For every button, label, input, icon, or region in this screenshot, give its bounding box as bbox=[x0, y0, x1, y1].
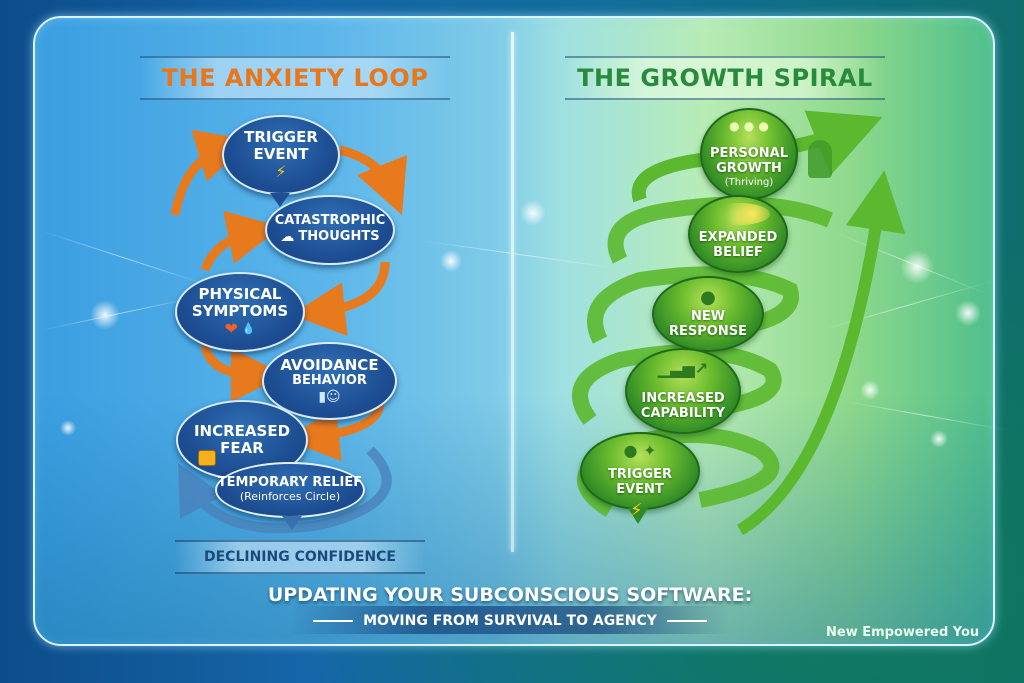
footer-band bbox=[290, 606, 730, 634]
heart-icon: ❤ bbox=[224, 319, 238, 339]
head-sun-icon bbox=[710, 203, 770, 225]
footer-rule-left bbox=[313, 620, 354, 622]
footer-title: UPDATING YOUR SUBCONSCIOUS SOFTWARE: bbox=[267, 584, 753, 606]
lock-icon bbox=[198, 450, 216, 466]
anxiety-loop-title: THE ANXIETY LOOP bbox=[140, 56, 450, 100]
node-physical-symptoms: PHYSICAL SYMPTOMS ❤ 💧 bbox=[175, 272, 305, 352]
node-personal-growth: ● ● ● PERSONAL GROWTH (Thriving) bbox=[700, 108, 798, 200]
droplet-icon: 💧 bbox=[241, 321, 256, 335]
bubble-tail bbox=[628, 508, 648, 524]
person-landscape-icon: ● bbox=[700, 287, 716, 308]
person-scene-icon: ● ✦ bbox=[623, 441, 657, 460]
node-increased-fear: INCREASED FEAR bbox=[176, 400, 308, 480]
brand-label: New Empowered You bbox=[826, 625, 980, 640]
person-door-icon: ▮☺ bbox=[318, 389, 341, 406]
bubble-tail bbox=[282, 516, 302, 530]
rising-chart-icon: ▁▃▅↗ bbox=[657, 359, 709, 378]
footer-rule-right bbox=[666, 620, 707, 622]
node-trigger-event: TRIGGER EVENT ⚡ bbox=[222, 115, 340, 195]
node-catastrophic-thoughts: CATASTROPHIC ☁ THOUGHTS bbox=[265, 195, 395, 265]
lightning-icon: ⚡ bbox=[630, 500, 643, 521]
footer-subtitle: MOVING FROM SURVIVAL TO AGENCY bbox=[260, 610, 760, 632]
meditating-person-icon bbox=[808, 140, 832, 178]
thought-cloud-icon: ☁ bbox=[280, 229, 295, 246]
node-expanded-belief: EXPANDED BELIEF bbox=[688, 195, 788, 273]
panel-divider bbox=[511, 32, 514, 552]
node-avoidance-behavior: AVOIDANCE BEHAVIOR ▮☺ bbox=[262, 342, 397, 420]
sparkles-icon: ● ● ● bbox=[729, 119, 769, 133]
node-trigger-event-growth: ● ✦ TRIGGER EVENT bbox=[580, 432, 700, 510]
declining-confidence-label: DECLINING CONFIDENCE bbox=[175, 540, 425, 574]
growth-spiral-title: THE GROWTH SPIRAL bbox=[565, 56, 885, 100]
node-increased-capability: ▁▃▅↗ INCREASED CAPABILITY bbox=[625, 348, 741, 434]
lightning-icon: ⚡ bbox=[275, 162, 287, 182]
node-temporary-relief: TEMPORARY RELIEF (Reinforces Circle) bbox=[215, 462, 365, 518]
node-new-response: ● NEW RESPONSE bbox=[652, 276, 764, 352]
